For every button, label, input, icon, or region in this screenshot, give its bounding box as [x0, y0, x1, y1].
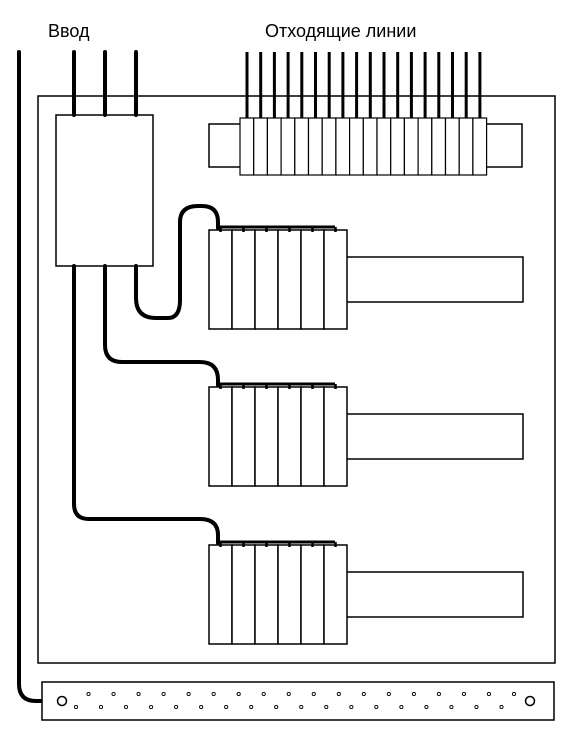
bus-terminal-left [56, 695, 68, 707]
terminal-module-17 [458, 117, 474, 176]
terminal-module-7 [321, 117, 337, 176]
feeder-cable-2 [103, 264, 220, 387]
bus-screw [399, 704, 404, 710]
terminal-module-9 [349, 117, 364, 176]
bus-screw [211, 691, 216, 697]
breaker-module [254, 544, 279, 645]
bus-screw [261, 691, 266, 697]
terminal-module-8 [335, 117, 351, 176]
bus-screw [311, 691, 316, 697]
bus-screw [249, 704, 254, 710]
title-input: Ввод [48, 21, 90, 41]
breaker-group-3 [208, 540, 524, 645]
enclosure-panel [37, 95, 556, 664]
terminal-module-3 [266, 117, 282, 176]
breaker-module [277, 229, 302, 330]
breaker-rail [344, 256, 524, 303]
bus-screw [486, 691, 492, 697]
neutral-cable [17, 50, 62, 703]
breaker-module [231, 229, 256, 330]
bus-screw [436, 691, 441, 697]
outgoing-lines-label: Отходящие линии [265, 21, 416, 41]
terminal-module-13 [403, 117, 419, 176]
terminal-module-5 [294, 117, 310, 176]
terminal-module-6 [307, 117, 323, 176]
breaker-module [231, 544, 256, 645]
bus-screw [286, 691, 291, 697]
bus-screw [299, 704, 304, 710]
terminal-module-14 [417, 117, 433, 176]
terminal-module-12 [390, 117, 406, 176]
bus-terminal-right [524, 695, 536, 707]
bus-screw [449, 704, 454, 710]
bus-screw [149, 704, 154, 710]
outgoing-lines [245, 52, 482, 118]
bus-screw [86, 691, 91, 697]
breaker-module [323, 386, 348, 487]
terminal-module-4 [280, 117, 296, 176]
breaker-module [208, 229, 233, 330]
terminal-module-1 [239, 117, 255, 176]
bus-screw [111, 691, 116, 697]
bus-screw [361, 691, 366, 697]
breaker-module [323, 544, 348, 645]
bus-screw [386, 691, 391, 697]
input-cables [72, 50, 138, 117]
input-label: Ввод [48, 21, 90, 41]
breaker-module [208, 544, 233, 645]
breaker-module [277, 544, 302, 645]
feeder-cable-1 [134, 204, 220, 320]
main-switch [55, 114, 154, 267]
bus-screw [274, 704, 279, 710]
breaker-rail [344, 571, 524, 618]
terminal-module-2 [253, 117, 268, 176]
breaker-rail [344, 413, 524, 460]
bus-screw [474, 704, 479, 710]
bus-screw [499, 704, 504, 710]
bus-screw [174, 704, 179, 710]
breaker-group-1 [208, 225, 524, 330]
bus-screw [324, 704, 329, 710]
neutral-bus-bar [41, 681, 555, 721]
bus-screw [98, 704, 104, 710]
feeder-cable-3 [72, 264, 220, 545]
terminal-module-15 [431, 117, 447, 176]
breaker-group-2 [208, 382, 524, 487]
bus-screw [73, 704, 79, 710]
bus-screw [411, 691, 416, 697]
bus-screw [136, 691, 141, 697]
breaker-module [300, 229, 325, 330]
bus-terminal-screws [73, 691, 517, 710]
bus-screw [461, 691, 466, 697]
breaker-module [300, 544, 325, 645]
breaker-module [300, 386, 325, 487]
bus-screw [349, 704, 354, 710]
terminal-module-11 [376, 117, 392, 176]
bus-screw [161, 691, 166, 697]
breaker-module [323, 229, 348, 330]
bus-screw [374, 704, 379, 710]
breaker-module [231, 386, 256, 487]
feeder-cables [72, 204, 220, 545]
title-outgoing: Отходящие линии [265, 21, 416, 41]
breaker-groups [208, 225, 524, 645]
breaker-module [254, 229, 279, 330]
bus-screw [511, 691, 517, 697]
outgoing-terminal-block [239, 117, 488, 176]
bus-screw [224, 704, 229, 710]
terminal-module-10 [362, 117, 378, 176]
breaker-module [208, 386, 233, 487]
bus-screw [199, 704, 204, 710]
bus-screw [186, 691, 191, 697]
bus-screw [124, 704, 129, 710]
bus-screw [236, 691, 241, 697]
breaker-module [254, 386, 279, 487]
bus-screw [336, 691, 341, 697]
terminal-module-18 [472, 117, 488, 176]
bus-screw [424, 704, 429, 710]
breaker-module [277, 386, 302, 487]
terminal-module-16 [444, 117, 460, 176]
